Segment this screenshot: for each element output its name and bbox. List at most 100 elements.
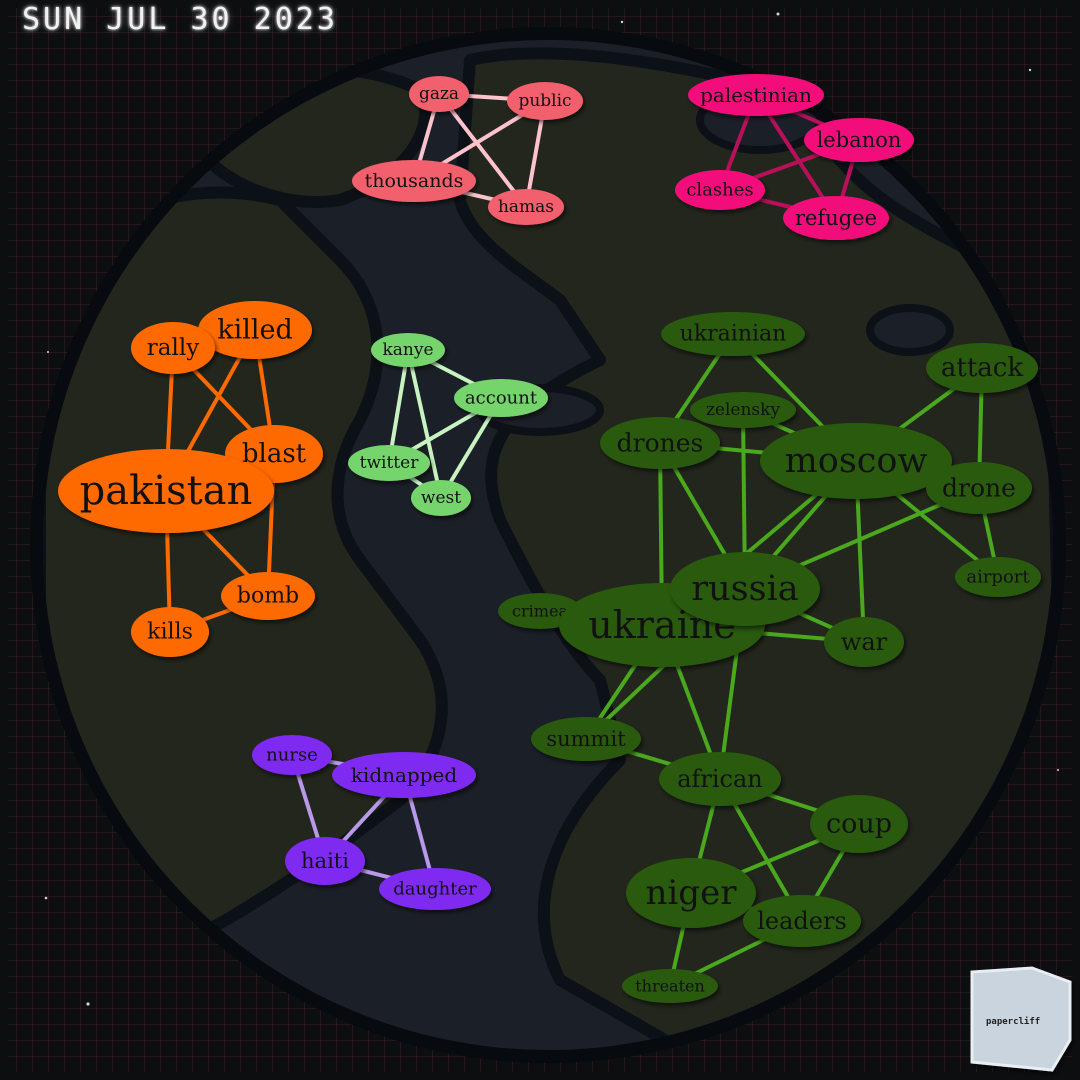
node-bubble-killed <box>198 301 312 359</box>
node-bubble-war <box>824 617 904 667</box>
node-bubble-african <box>659 752 781 806</box>
node-bubble-lebanon <box>804 118 914 162</box>
node-bubble-clashes <box>675 170 765 210</box>
edge-kanye-twitter <box>387 348 410 465</box>
node-bubble-russia <box>670 552 820 626</box>
node-bubble-summit <box>531 717 641 761</box>
node-war[interactable]: war <box>824 617 904 667</box>
node-summit[interactable]: summit <box>531 717 641 761</box>
node-russia[interactable]: russia <box>670 552 820 626</box>
node-label-palestinian: palestinian <box>700 83 812 107</box>
edge-gaza-hamas <box>437 92 528 209</box>
papercliff-logo: papercliff <box>970 966 1072 1072</box>
globe <box>30 27 1066 1063</box>
node-bubble-twitter <box>348 445 430 481</box>
node-public[interactable]: public <box>507 82 583 120</box>
node-kanye[interactable]: kanye <box>371 333 445 367</box>
node-bubble-kanye <box>371 333 445 367</box>
node-thousands[interactable]: thousands <box>352 160 476 202</box>
node-bubble-kills <box>131 607 209 657</box>
node-bubble-west <box>411 480 471 516</box>
node-refugee[interactable]: refugee <box>783 196 889 240</box>
node-label-west: west <box>421 488 461 508</box>
node-label-moscow: moscow <box>785 441 928 481</box>
node-label-leaders: leaders <box>757 907 847 935</box>
node-lebanon[interactable]: lebanon <box>804 118 914 162</box>
node-bubble-account <box>454 379 548 417</box>
node-bubble-pakistan <box>58 449 274 533</box>
node-palestinian[interactable]: palestinian <box>688 74 824 116</box>
node-label-kills: kills <box>147 620 193 645</box>
node-bubble-threaten <box>622 969 718 1003</box>
node-bubble-palestinian <box>688 74 824 116</box>
node-label-refugee: refugee <box>795 206 877 230</box>
node-threaten[interactable]: threaten <box>622 969 718 1003</box>
node-gaza[interactable]: gaza <box>409 76 469 112</box>
node-killed[interactable]: killed <box>198 301 312 359</box>
date-label: SUN JUL 30 2023 <box>22 2 338 37</box>
node-label-summit: summit <box>546 727 626 751</box>
node-label-public: public <box>518 91 571 111</box>
node-bubble-drones <box>600 417 720 469</box>
node-bubble-niger <box>626 858 756 928</box>
node-label-gaza: gaza <box>419 84 459 104</box>
stars <box>44 12 1059 1041</box>
node-clashes[interactable]: clashes <box>675 170 765 210</box>
node-label-account: account <box>465 388 538 409</box>
node-label-lebanon: lebanon <box>817 128 902 152</box>
node-label-war: war <box>841 628 888 656</box>
node-label-pakistan: pakistan <box>80 468 253 514</box>
node-bubble-leaders <box>743 895 861 947</box>
node-label-ukrainian: ukrainian <box>680 322 787 347</box>
node-airport[interactable]: airport <box>955 557 1041 597</box>
node-west[interactable]: west <box>411 480 471 516</box>
node-haiti[interactable]: haiti <box>285 837 365 885</box>
node-bubble-bomb <box>221 572 315 620</box>
node-bomb[interactable]: bomb <box>221 572 315 620</box>
node-coup[interactable]: coup <box>810 795 908 853</box>
node-bubble-nurse <box>252 735 332 775</box>
edge-kanye-west <box>406 348 443 500</box>
node-rally[interactable]: rally <box>131 322 215 374</box>
node-daughter[interactable]: daughter <box>379 868 491 910</box>
node-label-hamas: hamas <box>498 197 554 217</box>
node-label-haiti: haiti <box>301 849 349 873</box>
node-drone[interactable]: drone <box>926 462 1032 514</box>
node-label-killed: killed <box>217 315 293 346</box>
node-bubble-coup <box>810 795 908 853</box>
node-label-daughter: daughter <box>393 879 477 900</box>
node-kidnapped[interactable]: kidnapped <box>332 752 476 798</box>
node-label-threaten: threaten <box>635 977 705 996</box>
node-pakistan[interactable]: pakistan <box>58 449 274 533</box>
node-bubble-rally <box>131 322 215 374</box>
node-kills[interactable]: kills <box>131 607 209 657</box>
node-label-drones: drones <box>617 429 704 458</box>
node-niger[interactable]: niger <box>626 858 756 928</box>
node-account[interactable]: account <box>454 379 548 417</box>
node-bubble-airport <box>955 557 1041 597</box>
graph-nodes: gaza public thousands hamas palestinianleban… <box>58 74 1041 1003</box>
node-twitter[interactable]: twitter <box>348 445 430 481</box>
node-moscow[interactable]: moscow <box>760 423 952 499</box>
node-label-african: african <box>677 765 763 793</box>
node-drones[interactable]: drones <box>600 417 720 469</box>
node-zelensky[interactable]: zelensky <box>690 392 796 428</box>
node-label-kidnapped: kidnapped <box>351 763 458 787</box>
node-bubble-refugee <box>783 196 889 240</box>
node-bubble-public <box>507 82 583 120</box>
node-leaders[interactable]: leaders <box>743 895 861 947</box>
node-attack[interactable]: attack <box>926 343 1038 393</box>
node-nurse[interactable]: nurse <box>252 735 332 775</box>
node-bubble-hamas <box>488 189 564 225</box>
node-label-twitter: twitter <box>360 453 420 473</box>
node-bubble-ukrainian <box>661 312 805 356</box>
logo-text: papercliff <box>986 1016 1040 1027</box>
node-label-attack: attack <box>941 353 1023 383</box>
node-hamas[interactable]: hamas <box>488 189 564 225</box>
node-african[interactable]: african <box>659 752 781 806</box>
node-ukrainian[interactable]: ukrainian <box>661 312 805 356</box>
node-label-zelensky: zelensky <box>706 400 780 420</box>
node-bubble-thousands <box>352 160 476 202</box>
node-bubble-kidnapped <box>332 752 476 798</box>
